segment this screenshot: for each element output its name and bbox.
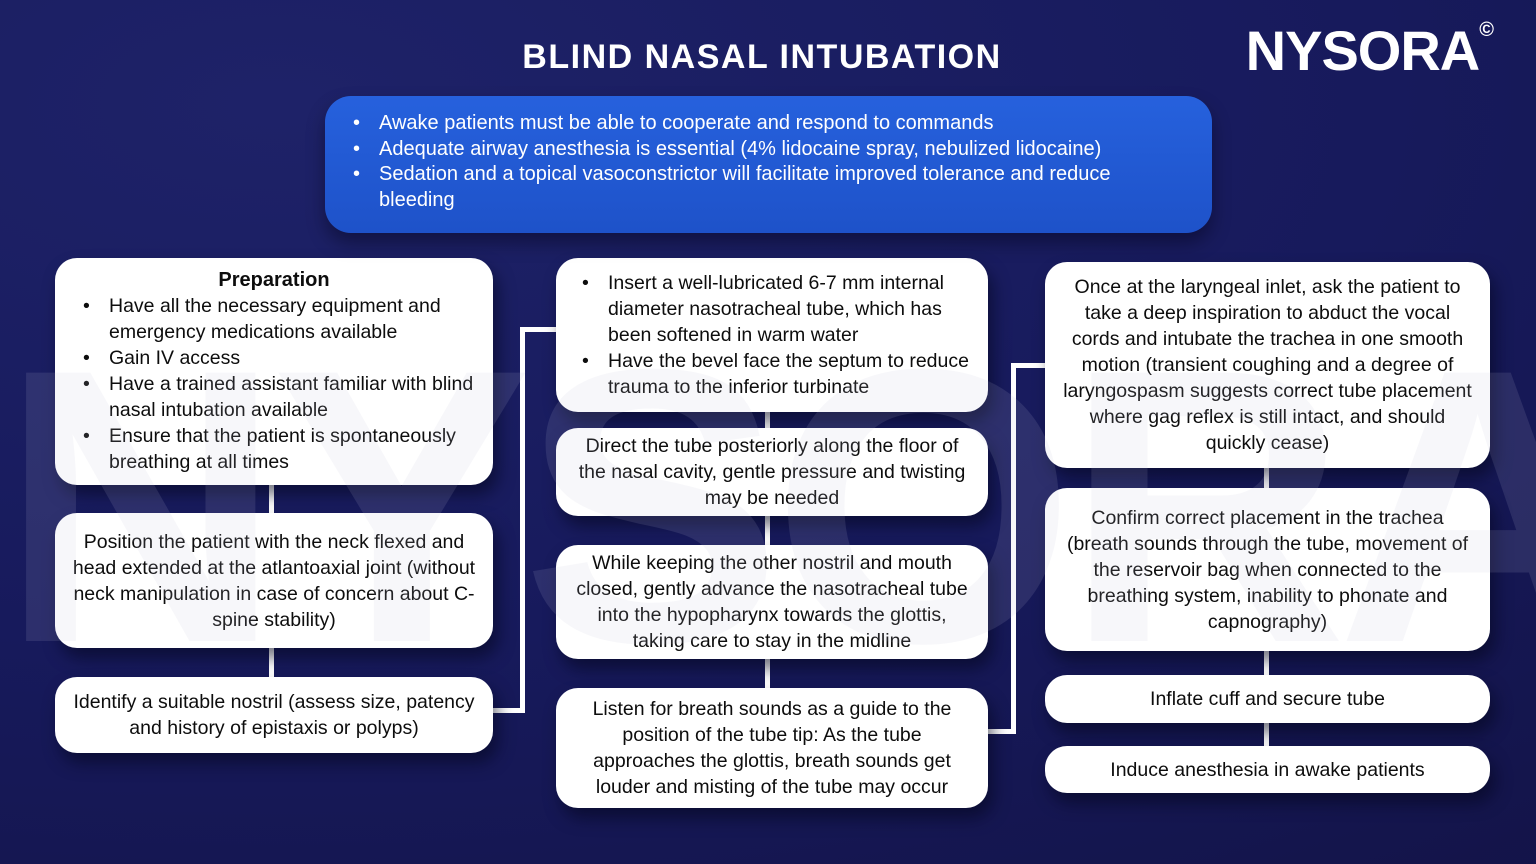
connector-line [1011,363,1045,368]
connector-line [988,729,1016,734]
card-position-patient: Position the patient with the neck flexe… [55,513,493,648]
bullet-item: Have a trained assistant familiar with b… [65,371,483,423]
insert-tube-list: Insert a well-lubricated 6-7 mm internal… [564,270,980,400]
connector-line [765,659,770,688]
connector-line [765,412,770,428]
bullet-item: Awake patients must be able to cooperate… [347,111,1178,137]
bullet-item: Gain IV access [65,345,483,371]
bullet-item: Ensure that the patient is spontaneously… [65,423,483,475]
connector-line [1264,468,1269,488]
card-text: Induce anesthesia in awake patients [1110,758,1425,781]
connector-line [269,485,274,513]
card-preparation: Preparation Have all the necessary equip… [55,258,493,485]
connector-line [1264,651,1269,675]
card-advance-tube: While keeping the other nostril and mout… [556,545,988,659]
copyright-mark: © [1479,19,1494,41]
connector-line [1011,363,1016,734]
card-direct-tube: Direct the tube posteriorly along the fl… [556,428,988,516]
card-laryngeal-inlet: Once at the laryngeal inlet, ask the pat… [1045,262,1490,468]
connector-line [1264,723,1269,746]
connector-line [765,516,770,545]
card-text: Position the patient with the neck flexe… [72,530,476,631]
connector-line [269,648,274,677]
card-induce-anesthesia: Induce anesthesia in awake patients [1045,746,1490,793]
nysora-logo: NYSORA© [1246,20,1494,79]
card-title: Preparation [218,268,330,291]
card-text: Once at the laryngeal inlet, ask the pat… [1063,276,1472,454]
card-inflate-cuff: Inflate cuff and secure tube [1045,675,1490,723]
preparation-list: Have all the necessary equipment and eme… [65,293,483,475]
key-points-callout: Awake patients must be able to cooperate… [325,96,1212,233]
card-listen-breath-sounds: Listen for breath sounds as a guide to t… [556,688,988,808]
card-text: While keeping the other nostril and mout… [576,552,968,652]
bullet-item: Have the bevel face the septum to reduce… [564,348,980,400]
page-title: BLIND NASAL INTUBATION [522,38,1002,76]
bullet-item: Adequate airway anesthesia is essential … [347,137,1178,163]
connector-line [493,708,525,713]
card-text: Identify a suitable nostril (assess size… [73,691,475,739]
card-confirm-placement: Confirm correct placement in the trachea… [1045,488,1490,651]
card-text: Inflate cuff and secure tube [1150,688,1385,710]
bullet-item: Have all the necessary equipment and eme… [65,293,483,345]
key-points-list: Awake patients must be able to cooperate… [347,111,1178,213]
card-identify-nostril: Identify a suitable nostril (assess size… [55,677,493,753]
connector-line [520,327,556,332]
card-text: Listen for breath sounds as a guide to t… [592,698,952,798]
card-insert-tube: Insert a well-lubricated 6-7 mm internal… [556,258,988,412]
card-text: Direct the tube posteriorly along the fl… [578,435,966,509]
bullet-item: Insert a well-lubricated 6-7 mm internal… [564,270,980,348]
card-text: Confirm correct placement in the trachea… [1066,506,1469,633]
connector-line [520,327,525,713]
bullet-item: Sedation and a topical vasoconstrictor w… [347,162,1178,213]
nysora-logo-text: NYSORA [1245,19,1481,82]
